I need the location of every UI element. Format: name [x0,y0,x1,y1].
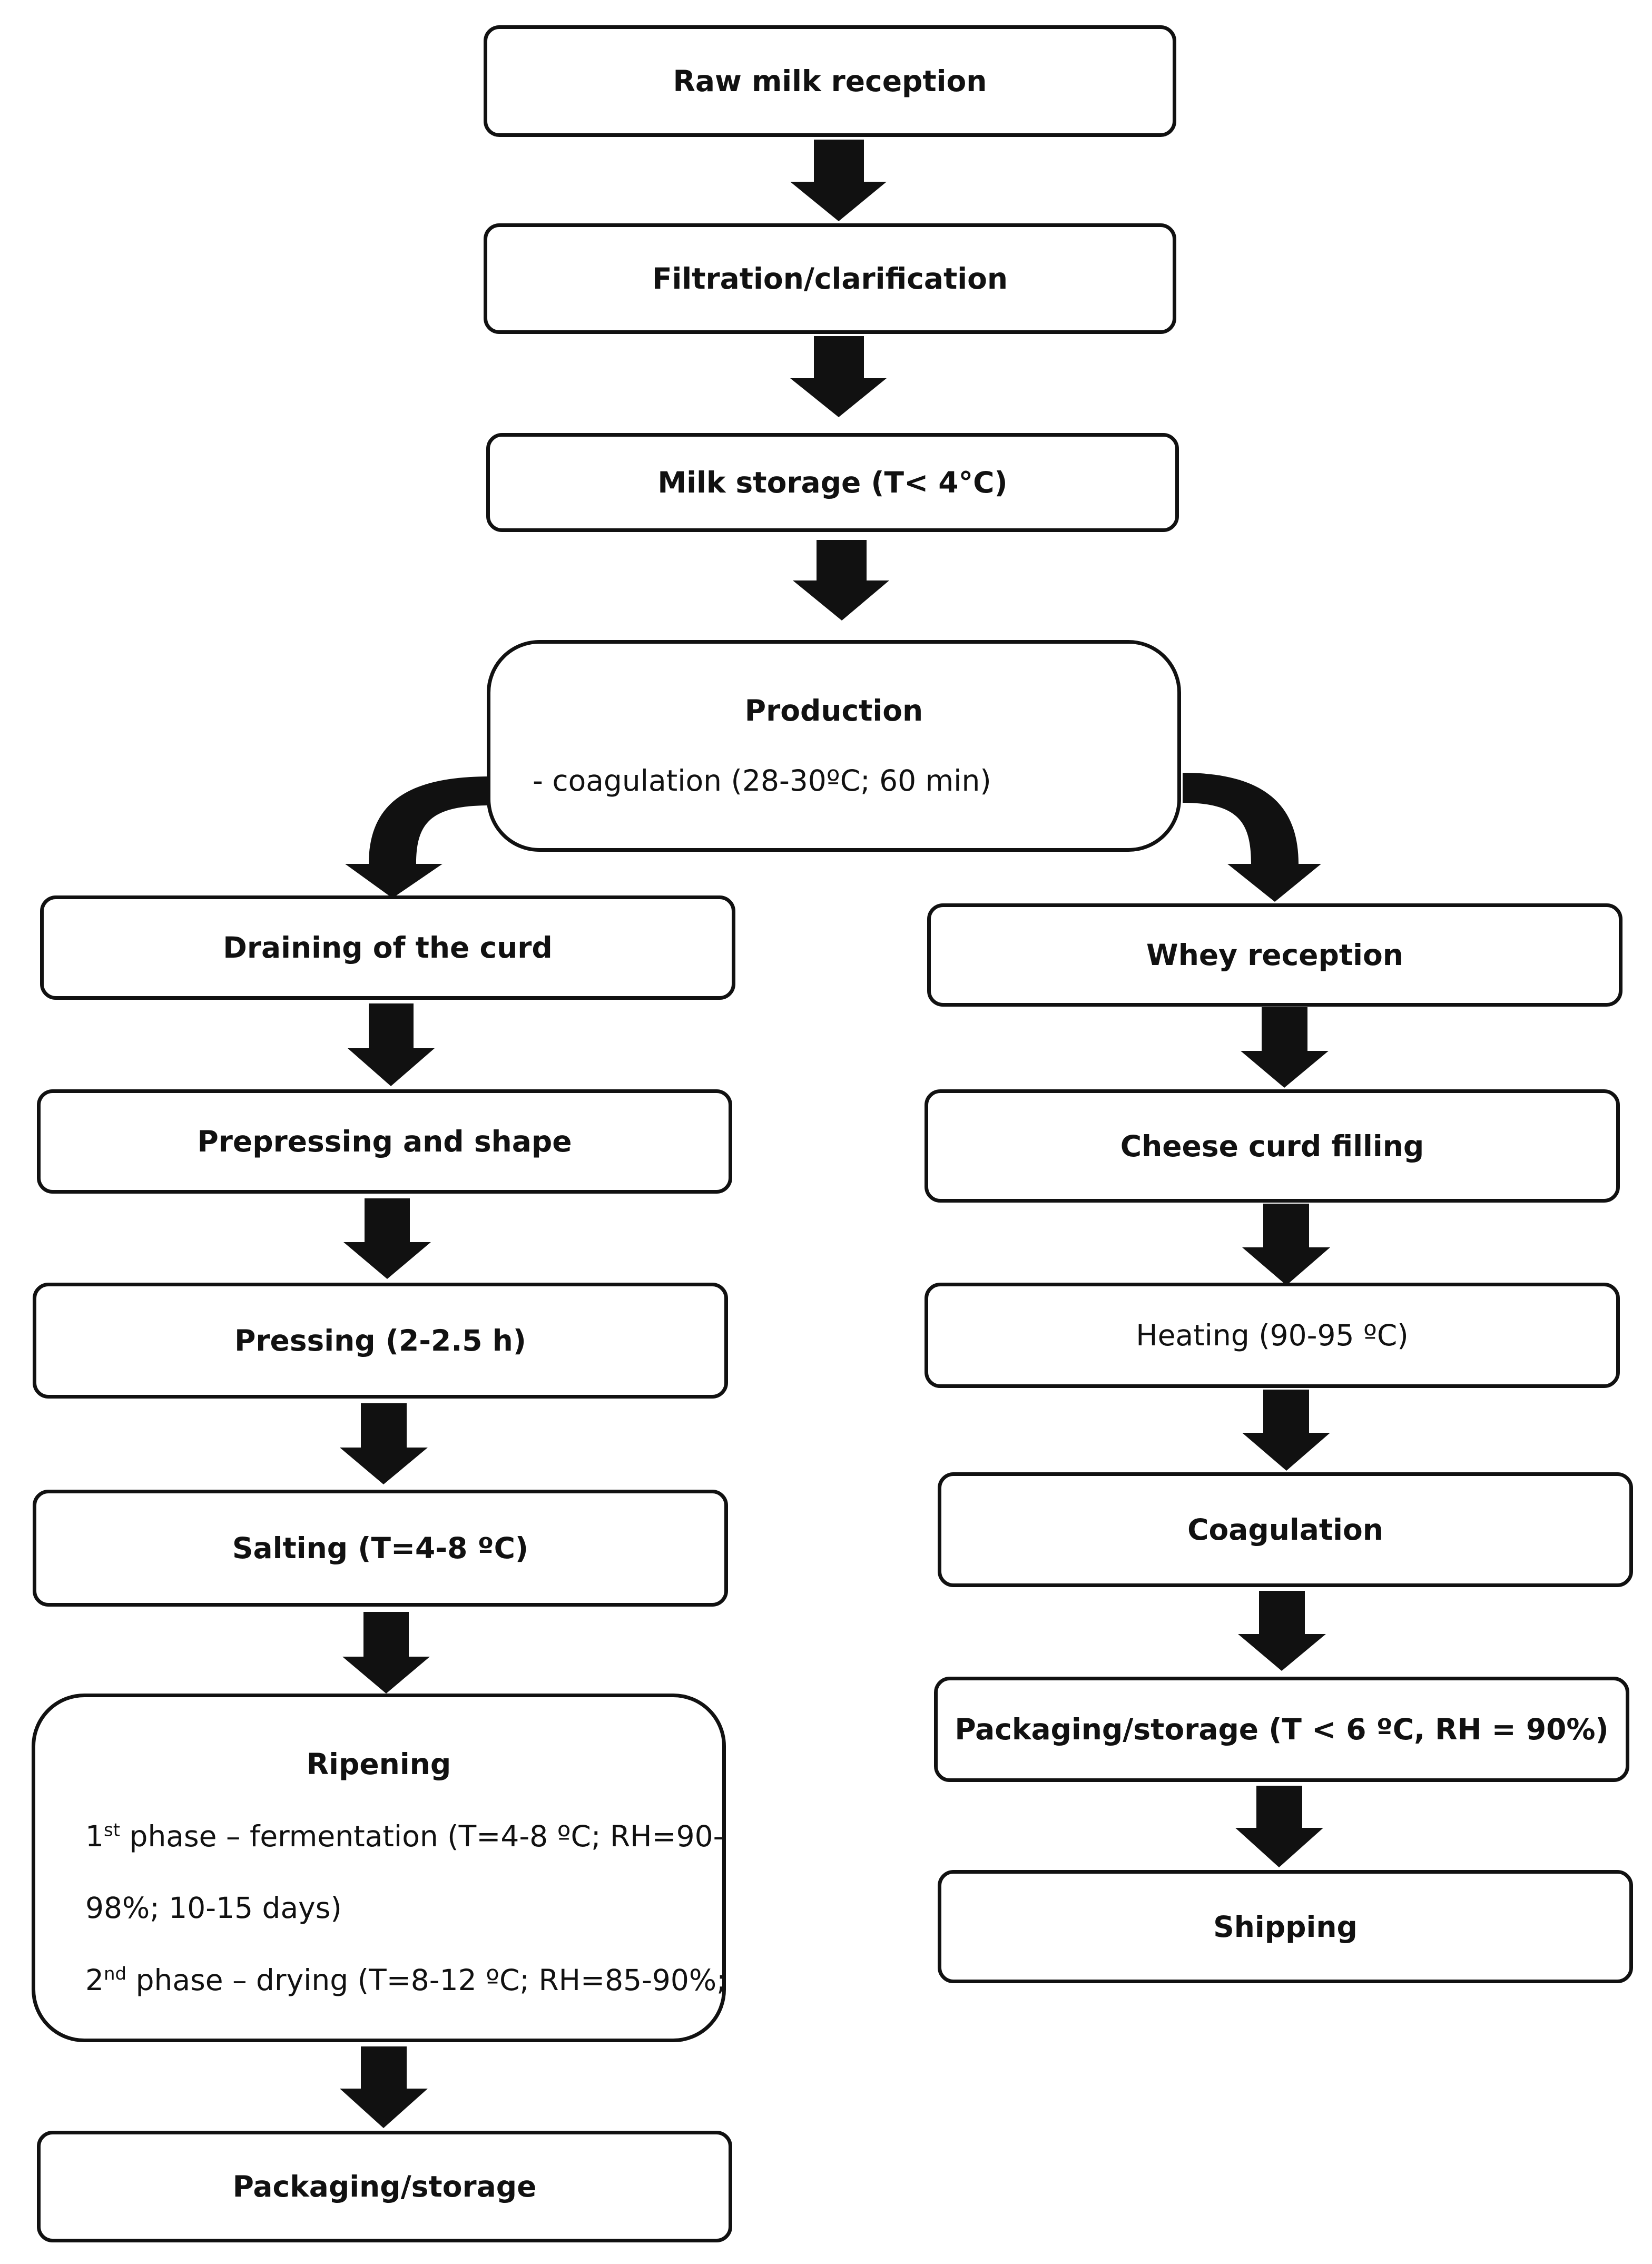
step-label: Packaging/storage [232,2170,537,2203]
step-label: Prepressing and shape [197,1125,572,1158]
step-filtration: Filtration/clarification [484,223,1176,334]
arrow-prepressing-to-pressing [343,1198,431,1279]
step-label: Pressing (2-2.5 h) [234,1324,526,1357]
arrow-draining-to-prepressing [348,1003,435,1086]
phase2-number: 2 [85,1963,104,1997]
step-label: Raw milk reception [673,64,987,98]
step-label: Heating (90-95 ºC) [1136,1318,1409,1352]
ripening-title: Ripening [306,1747,451,1781]
step-label: Packaging/storage (T < 6 ºC, RH = 90%) [955,1712,1609,1746]
arrow-raw-to-filtration [790,140,887,221]
arrow-pressing-to-salting [340,1403,428,1484]
step-whey-reception: Whey reception [927,903,1622,1007]
ripening-phase1-continued: 98%; 10-15 days) [85,1891,342,1925]
step-label: Cheese curd filling [1120,1129,1424,1163]
step-label: Draining of the curd [223,931,553,964]
arrow-ripening-to-packaging [340,2046,428,2128]
step-shipping: Shipping [938,1870,1633,1983]
step-pressing: Pressing (2-2.5 h) [33,1283,728,1399]
arrow-filling-to-heating [1242,1204,1330,1285]
step-packaging-storage-right: Packaging/storage (T < 6 ºC, RH = 90%) [934,1677,1629,1782]
arrow-filtration-to-storage [790,336,887,417]
arrow-packaging-to-shipping [1235,1786,1323,1867]
step-label: Coagulation [1187,1513,1383,1547]
step-prepressing: Prepressing and shape [37,1089,732,1194]
arrow-whey-to-filling [1241,1007,1329,1088]
step-production: Production - coagulation (28-30ºC; 60 mi… [487,640,1181,852]
phase1-ordinal: st [104,1819,121,1841]
step-label: Shipping [1213,1909,1358,1944]
step-label: Filtration/clarification [652,262,1008,296]
step-salting: Salting (T=4-8 ºC) [33,1490,728,1607]
arrow-storage-to-production [793,540,889,621]
phase2-text: phase – drying (T=8-12 ºC; RH=85-90%; [126,1963,726,1997]
phase1-text: phase – fermentation (T=4-8 ºC; RH=90- [120,1819,724,1853]
step-label: Salting (T=4-8 ºC) [232,1531,529,1565]
production-title: Production [744,694,923,727]
arrow-coagulation-to-packaging [1238,1591,1326,1671]
step-milk-storage: Milk storage (T< 4°C) [486,433,1179,532]
step-raw-milk-reception: Raw milk reception [484,25,1176,137]
step-coagulation: Coagulation [938,1472,1633,1587]
phase2-ordinal: nd [104,1963,127,1985]
step-cheese-curd-filling: Cheese curd filling [925,1089,1620,1203]
arrow-production-to-whey [1183,773,1321,902]
arrow-heating-to-coagulation [1242,1390,1330,1471]
step-label: Milk storage (T< 4°C) [657,466,1008,499]
ripening-phase2: 2nd phase – drying (T=8-12 ºC; RH=85-90%… [85,1963,726,1997]
step-ripening: Ripening 1st phase – fermentation (T=4-8… [32,1694,726,2042]
step-label: Whey reception [1146,938,1403,972]
step-heating: Heating (90-95 ºC) [925,1283,1620,1388]
phase1-number: 1 [85,1819,104,1853]
arrow-production-to-draining [345,776,490,898]
step-draining: Draining of the curd [40,895,735,1000]
production-detail: - coagulation (28-30ºC; 60 min) [533,764,991,798]
arrow-salting-to-ripening [342,1612,430,1694]
step-packaging-storage-left: Packaging/storage [37,2131,732,2242]
ripening-phase1: 1st phase – fermentation (T=4-8 ºC; RH=9… [85,1819,723,1853]
